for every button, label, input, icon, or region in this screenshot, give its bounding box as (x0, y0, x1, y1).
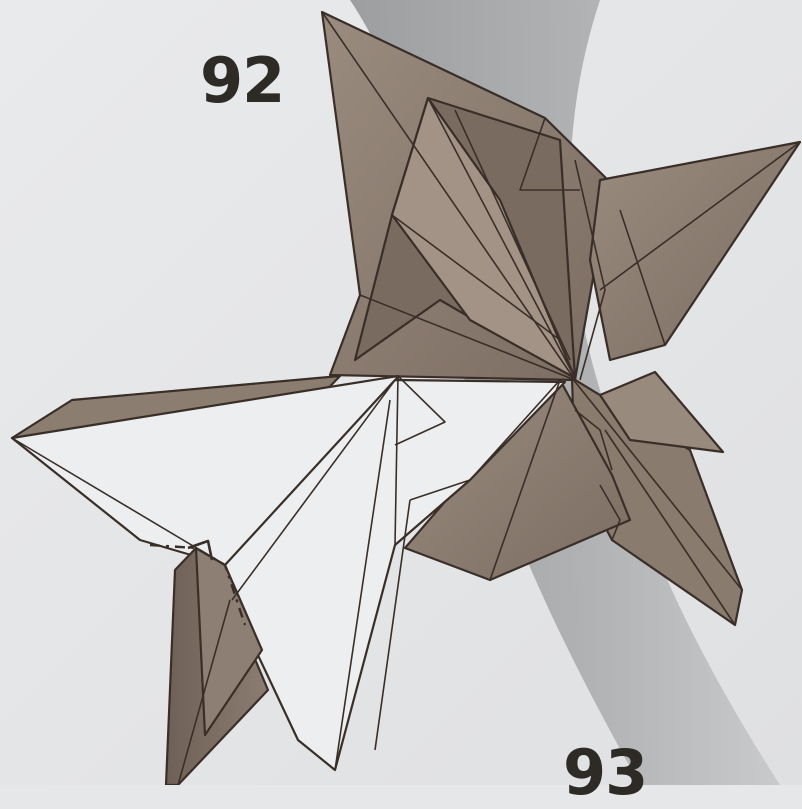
origami-diagram (0, 0, 802, 785)
step-number-93: 93 (563, 742, 647, 804)
step-number-92: 92 (200, 50, 284, 112)
